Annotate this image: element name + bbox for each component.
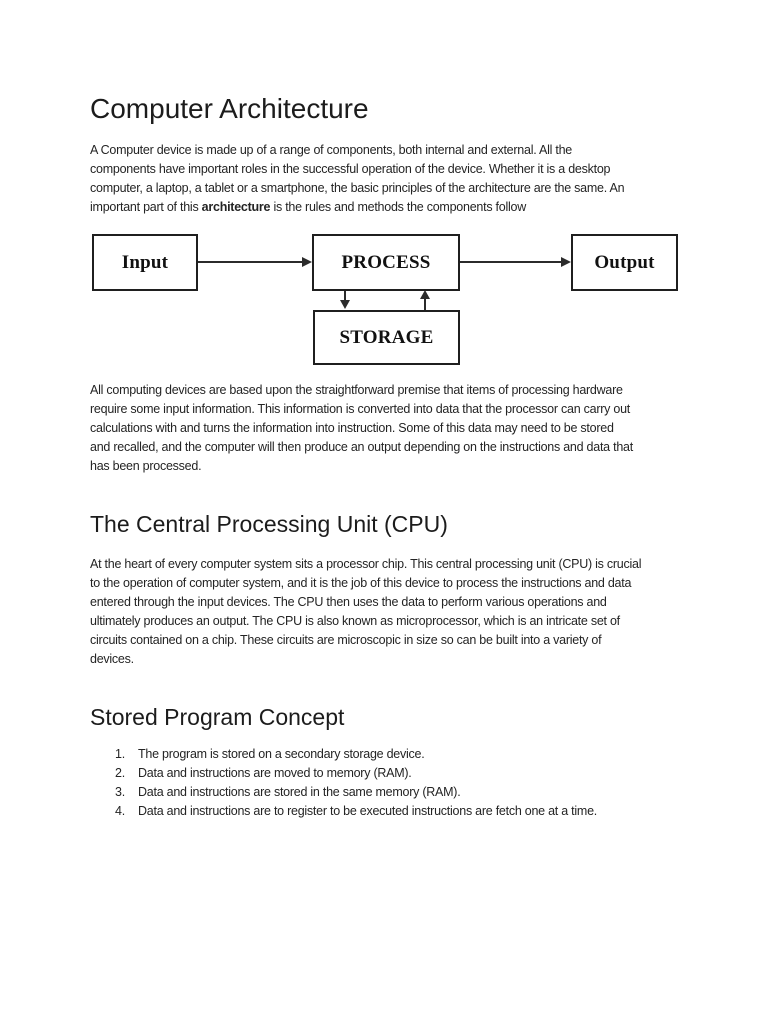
arrow-process-to-output	[460, 261, 563, 263]
input-box-label: Input	[121, 251, 169, 273]
paragraph-line: At the heart of every computer system si…	[90, 557, 642, 571]
bold-word-architecture: architecture	[201, 200, 271, 214]
process-box: PROCESS	[312, 234, 460, 291]
paragraph-line: ultimately produces an output. The CPU i…	[90, 614, 620, 628]
process-box-label: PROCESS	[341, 251, 431, 273]
arrowhead-right-icon	[302, 257, 312, 267]
section-heading-cpu: The Central Processing Unit (CPU)	[90, 511, 448, 537]
paragraph-line: components have important roles in the s…	[90, 162, 611, 176]
line-text: is the rules and methods the components …	[270, 200, 526, 214]
list-item-text: Data and instructions are to register to…	[138, 804, 598, 818]
section-heading-stored-program: Stored Program Concept	[90, 704, 345, 730]
stored-program-list: 1. The program is stored on a secondary …	[0, 745, 597, 821]
cpu-paragraph: At the heart of every computer system si…	[90, 555, 642, 669]
paragraph-line: require some input information. This inf…	[90, 402, 631, 416]
paragraph-line: important part of this architecture is t…	[90, 198, 624, 217]
list-item-number: 2.	[115, 766, 125, 780]
arrowhead-up-icon	[420, 290, 430, 299]
input-box: Input	[92, 234, 198, 291]
list-item-number: 1.	[115, 747, 125, 761]
list-item-text: Data and instructions are moved to memor…	[138, 766, 412, 780]
output-box: Output	[571, 234, 678, 291]
arrowhead-down-icon	[340, 300, 350, 309]
list-item-text: The program is stored on a secondary sto…	[138, 747, 425, 761]
line-text: important part of this	[90, 200, 202, 214]
paragraph-line: circuits contained on a chip. These circ…	[90, 633, 602, 647]
list-item: 1. The program is stored on a secondary …	[0, 745, 597, 764]
paragraph-line: calculations with and turns the informat…	[90, 421, 614, 435]
list-item-number: 4.	[115, 804, 125, 818]
arrowhead-right-icon	[561, 257, 571, 267]
page-title: Computer Architecture	[90, 93, 369, 124]
paragraph-line: A Computer device is made up of a range …	[90, 143, 572, 157]
intro-paragraph: A Computer device is made up of a range …	[90, 141, 625, 217]
paragraph-line: entered through the input devices. The C…	[90, 595, 607, 609]
paragraph-line: to the operation of computer system, and…	[90, 576, 632, 590]
output-box-label: Output	[594, 251, 655, 273]
list-item: 4. Data and instructions are to register…	[0, 802, 597, 821]
premise-paragraph: All computing devices are based upon the…	[90, 381, 633, 476]
list-item-number: 3.	[115, 785, 125, 799]
paragraph-line: and recalled, and the computer will then…	[90, 440, 633, 454]
arrow-process-to-storage	[344, 291, 346, 301]
list-item-text: Data and instructions are stored in the …	[138, 785, 461, 799]
arrow-storage-to-process	[424, 299, 426, 310]
storage-box: STORAGE	[313, 310, 460, 365]
paragraph-line: computer, a laptop, a tablet or a smartp…	[90, 181, 625, 195]
paragraph-line: All computing devices are based upon the…	[90, 383, 623, 397]
paragraph-line: has been processed.	[90, 459, 202, 473]
arrow-input-to-process	[198, 261, 304, 263]
list-item: 3. Data and instructions are stored in t…	[0, 783, 597, 802]
storage-box-label: STORAGE	[339, 326, 434, 348]
list-item: 2. Data and instructions are moved to me…	[0, 764, 597, 783]
paragraph-line: devices.	[90, 652, 134, 666]
